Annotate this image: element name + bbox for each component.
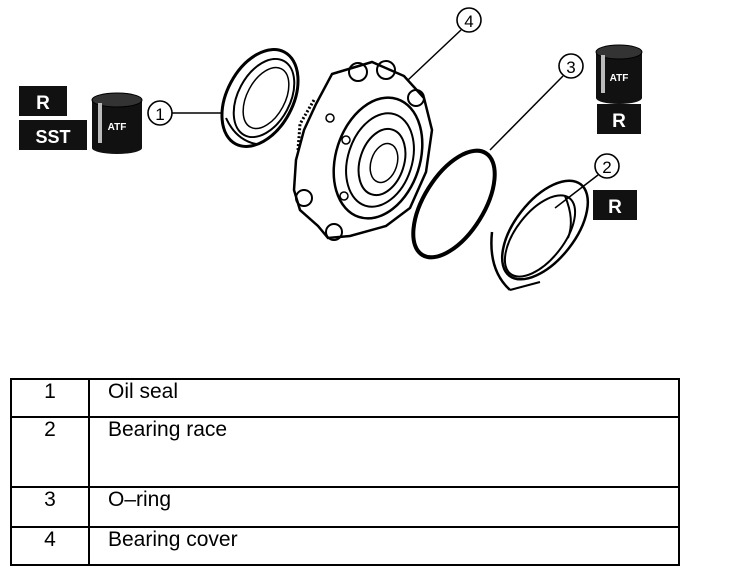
part-number: 2: [10, 416, 90, 488]
part-name: Bearing race: [88, 416, 680, 488]
table-row: 3 O–ring: [10, 486, 680, 528]
table-row: 2 Bearing race: [10, 416, 680, 488]
svg-text:4: 4: [464, 12, 473, 31]
callout-3: 3: [489, 53, 584, 151]
replace-marker-right-top: R: [597, 104, 641, 134]
table-row: 4 Bearing cover: [10, 526, 680, 566]
svg-text:1: 1: [155, 105, 164, 124]
bearing-race-part: [490, 179, 590, 291]
table-row: 1 Oil seal: [10, 378, 680, 418]
replace-marker-right-top-text: R: [612, 111, 626, 132]
atf-can-icon-right: ATF: [595, 44, 643, 104]
atf-can-icon-left: ATF: [91, 92, 143, 154]
part-name: O–ring: [88, 486, 680, 528]
parts-table: 1 Oil seal 2 Bearing race 3 O–ring 4 Bea…: [10, 378, 680, 566]
callout-4: 4: [407, 7, 482, 81]
callout-1: 1: [147, 100, 222, 126]
bearing-cover-part: [292, 60, 434, 241]
sst-marker: SST: [19, 120, 87, 150]
part-number: 1: [10, 378, 90, 418]
part-number: 3: [10, 486, 90, 528]
callout-2: 2: [554, 153, 620, 209]
oil-seal-part: [220, 48, 300, 148]
part-name: Oil seal: [88, 378, 680, 418]
sst-marker-text: SST: [35, 127, 70, 147]
svg-text:3: 3: [566, 58, 575, 77]
o-ring-part: [411, 148, 497, 260]
replace-marker-right-bottom: R: [593, 190, 637, 220]
replace-marker-left: R: [19, 86, 67, 116]
part-name: Bearing cover: [88, 526, 680, 566]
atf-label-left: ATF: [108, 122, 127, 133]
replace-marker-left-text: R: [36, 93, 50, 114]
atf-label-right: ATF: [610, 73, 629, 84]
part-number: 4: [10, 526, 90, 566]
replace-marker-right-bottom-text: R: [608, 197, 622, 218]
exploded-parts-diagram: R SST ATF 1 4: [19, 7, 643, 291]
svg-text:2: 2: [602, 158, 611, 177]
